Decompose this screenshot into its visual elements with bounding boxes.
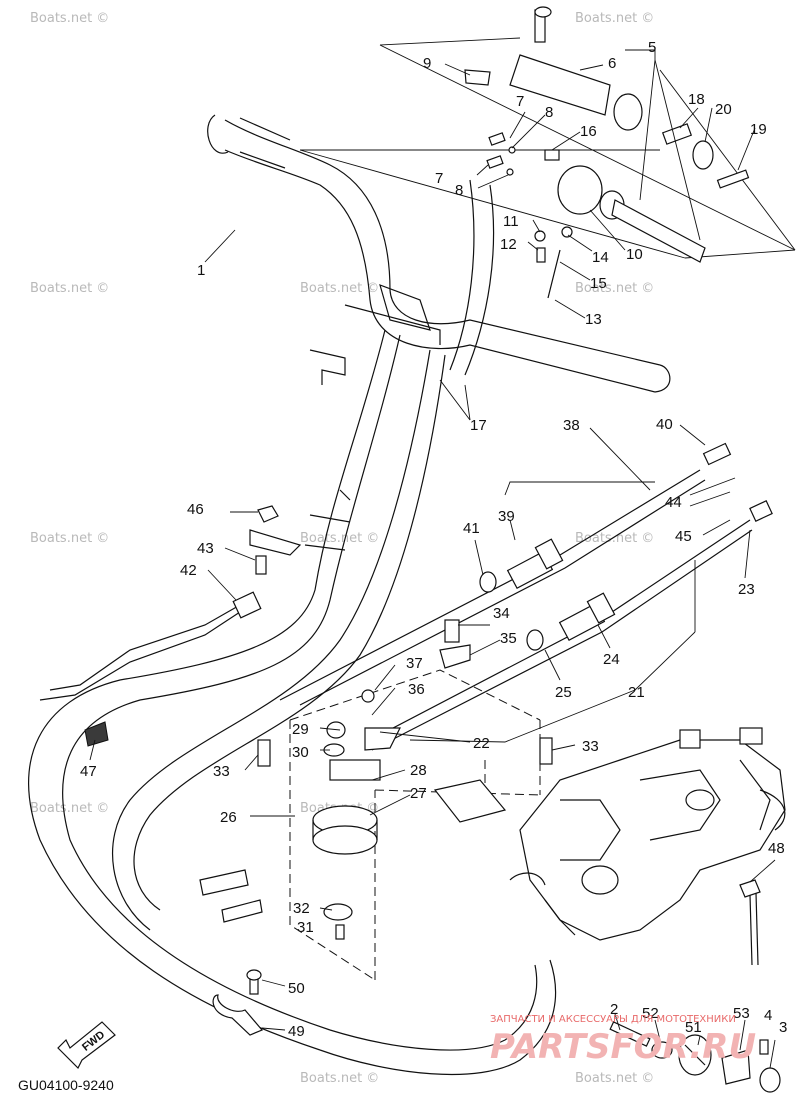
leader-lines bbox=[89, 49, 776, 1069]
callout-36: 36 bbox=[408, 681, 425, 698]
callout-8b: 8 bbox=[455, 182, 463, 199]
watermark: Boats.net © bbox=[575, 11, 654, 26]
callout-7: 7 bbox=[516, 93, 524, 110]
callout-43: 43 bbox=[197, 540, 214, 557]
callout-52: 52 bbox=[642, 1005, 659, 1022]
carburetor bbox=[509, 727, 786, 941]
callout-53: 53 bbox=[733, 1005, 750, 1022]
left-small-parts bbox=[249, 505, 302, 575]
callout-5: 5 bbox=[648, 39, 656, 56]
brand-caption: ЗАПЧАСТИ И АКСЕССУАРЫ ДЛЯ МОТОТЕХНИКИ bbox=[490, 1014, 736, 1025]
callout-26: 26 bbox=[220, 809, 237, 826]
callout-28: 28 bbox=[410, 762, 427, 779]
callout-37: 37 bbox=[406, 655, 423, 672]
callout-33b: 33 bbox=[582, 738, 599, 755]
callout-19: 19 bbox=[750, 121, 767, 138]
lower-right-parts bbox=[609, 879, 781, 1093]
callout-14: 14 bbox=[592, 249, 609, 266]
watermark: Boats.net © bbox=[575, 281, 654, 296]
diagram-code: GU04100-9240 bbox=[18, 1077, 114, 1093]
callout-16: 16 bbox=[580, 123, 597, 140]
watermark: Boats.net © bbox=[300, 531, 379, 546]
clip-parts bbox=[212, 969, 263, 1036]
callout-50: 50 bbox=[288, 980, 305, 997]
callout-11: 11 bbox=[503, 213, 519, 230]
callout-21: 21 bbox=[628, 684, 645, 701]
callout-13: 13 bbox=[585, 311, 602, 328]
callout-23: 23 bbox=[738, 581, 755, 598]
watermark: Boats.net © bbox=[30, 281, 109, 296]
callout-48: 48 bbox=[768, 840, 785, 857]
callout-39: 39 bbox=[498, 508, 515, 525]
watermark: Boats.net © bbox=[30, 531, 109, 546]
callout-34: 34 bbox=[493, 605, 510, 622]
handlebar bbox=[207, 114, 671, 393]
callout-8: 8 bbox=[545, 104, 553, 121]
callout-labels: 1 2 3 4 5 6 7 7 8 8 9 10 11 12 13 14 15 … bbox=[80, 39, 787, 1040]
watermark: Boats.net © bbox=[575, 531, 654, 546]
cable-left bbox=[39, 591, 262, 747]
cable-right bbox=[279, 442, 773, 751]
callout-6: 6 bbox=[608, 55, 616, 72]
callout-22: 22 bbox=[473, 735, 490, 752]
callout-24: 24 bbox=[603, 651, 620, 668]
callout-18: 18 bbox=[688, 91, 705, 108]
brand-watermark: ЗАПЧАСТИ И АКСЕССУАРЫ ДЛЯ МОТОТЕХНИКИ PA… bbox=[490, 1014, 756, 1067]
callout-46: 46 bbox=[187, 501, 204, 518]
watermark: Boats.net © bbox=[300, 281, 379, 296]
callout-35: 35 bbox=[500, 630, 517, 647]
callout-2: 2 bbox=[610, 1001, 618, 1018]
watermark: Boats.net © bbox=[300, 1071, 379, 1086]
callout-4: 4 bbox=[764, 1007, 772, 1024]
cable-adjusters bbox=[479, 538, 616, 651]
callout-7b: 7 bbox=[435, 170, 443, 187]
callout-33: 33 bbox=[213, 763, 230, 780]
callout-15: 15 bbox=[590, 275, 607, 292]
watermark: Boats.net © bbox=[30, 11, 109, 26]
callout-42: 42 bbox=[180, 562, 197, 579]
linkage-parts bbox=[199, 619, 553, 940]
callout-51: 51 bbox=[685, 1019, 702, 1036]
watermark: Boats.net © bbox=[575, 1071, 654, 1086]
callout-41: 41 bbox=[463, 520, 480, 537]
callout-32: 32 bbox=[293, 900, 310, 917]
callout-40: 40 bbox=[656, 416, 673, 433]
brand-logo: PARTSFOR.RU bbox=[490, 1027, 756, 1067]
callout-12: 12 bbox=[500, 236, 517, 253]
callout-38: 38 bbox=[563, 417, 580, 434]
callout-25: 25 bbox=[555, 684, 572, 701]
callout-45: 45 bbox=[675, 528, 692, 545]
callout-9: 9 bbox=[423, 55, 431, 72]
callout-1: 1 bbox=[197, 262, 205, 279]
callout-27: 27 bbox=[410, 785, 427, 802]
callout-30: 30 bbox=[292, 744, 309, 761]
callout-31: 31 bbox=[297, 919, 314, 936]
fwd-arrow-icon: FWD bbox=[57, 1021, 116, 1070]
cable-bundles bbox=[27, 179, 557, 1076]
watermark: Boats.net © bbox=[30, 801, 109, 816]
callout-29: 29 bbox=[292, 721, 309, 738]
callout-17: 17 bbox=[470, 417, 487, 434]
callout-49: 49 bbox=[288, 1023, 305, 1040]
callout-47: 47 bbox=[80, 763, 97, 780]
callout-44: 44 bbox=[665, 494, 682, 511]
callout-3: 3 bbox=[779, 1019, 787, 1036]
callout-20: 20 bbox=[715, 101, 732, 118]
callout-10: 10 bbox=[626, 246, 643, 263]
grip-parts bbox=[464, 6, 750, 299]
